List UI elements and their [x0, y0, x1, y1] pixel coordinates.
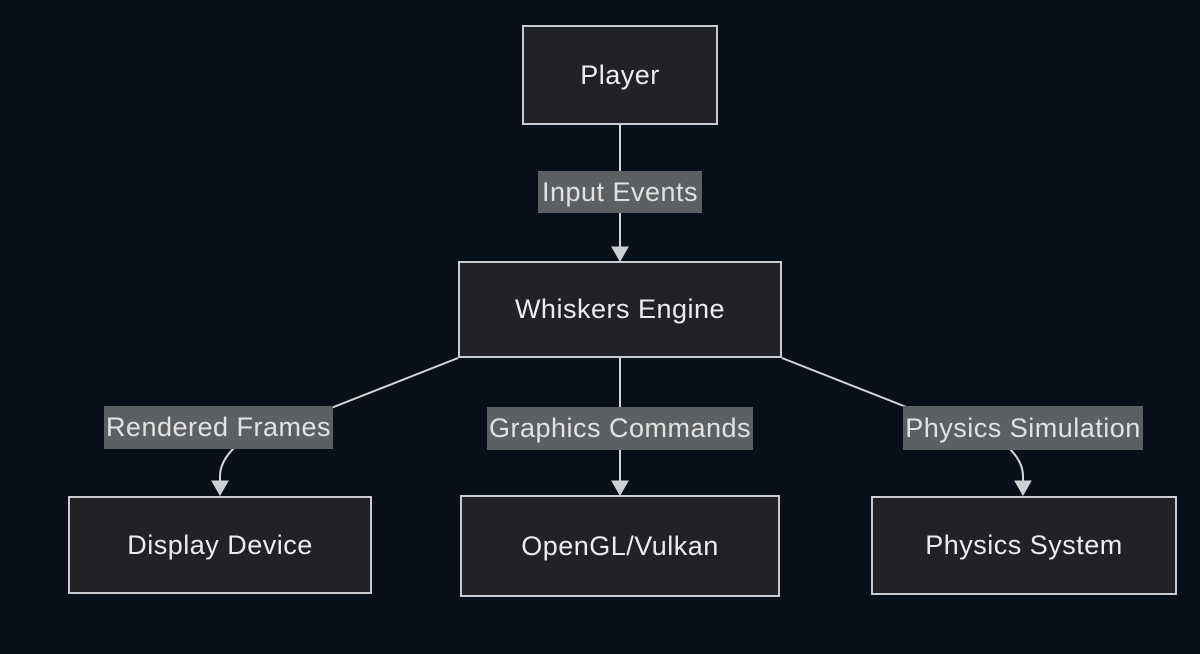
node-opengl-vulkan-label: OpenGL/Vulkan: [521, 530, 719, 561]
edge-label-input-events-text: Input Events: [541, 176, 699, 207]
node-display-device: Display Device: [68, 496, 372, 594]
arrowhead-down-icon: [611, 480, 629, 497]
node-opengl-vulkan: OpenGL/Vulkan: [460, 495, 780, 597]
node-whiskers-engine: Whiskers Engine: [458, 261, 782, 358]
edge-label-graphics-commands: Graphics Commands: [487, 407, 753, 450]
edge-engine-to-display-curve: [219, 447, 235, 484]
node-whiskers-engine-label: Whiskers Engine: [514, 294, 726, 324]
node-player: Player: [522, 25, 718, 125]
arrowhead-down-icon: [211, 480, 229, 497]
node-display-device-label: Display Device: [127, 529, 313, 560]
node-physics-system-label: Physics System: [925, 530, 1123, 560]
arrowhead-down-icon: [611, 246, 629, 263]
edge-label-input-events: Input Events: [538, 171, 702, 213]
node-physics-system: Physics System: [871, 496, 1177, 595]
edge-label-graphics-commands-text: Graphics Commands: [488, 413, 752, 443]
edge-label-physics-simulation: Physics Simulation: [903, 406, 1143, 450]
node-player-label: Player: [580, 59, 660, 90]
edge-engine-to-physics-curve: [1008, 447, 1024, 484]
edge-label-rendered-frames-text: Rendered Frames: [105, 412, 332, 442]
edge-label-rendered-frames: Rendered Frames: [104, 406, 333, 449]
arrowhead-down-icon: [1014, 480, 1032, 497]
edge-label-physics-simulation-text: Physics Simulation: [905, 412, 1141, 443]
